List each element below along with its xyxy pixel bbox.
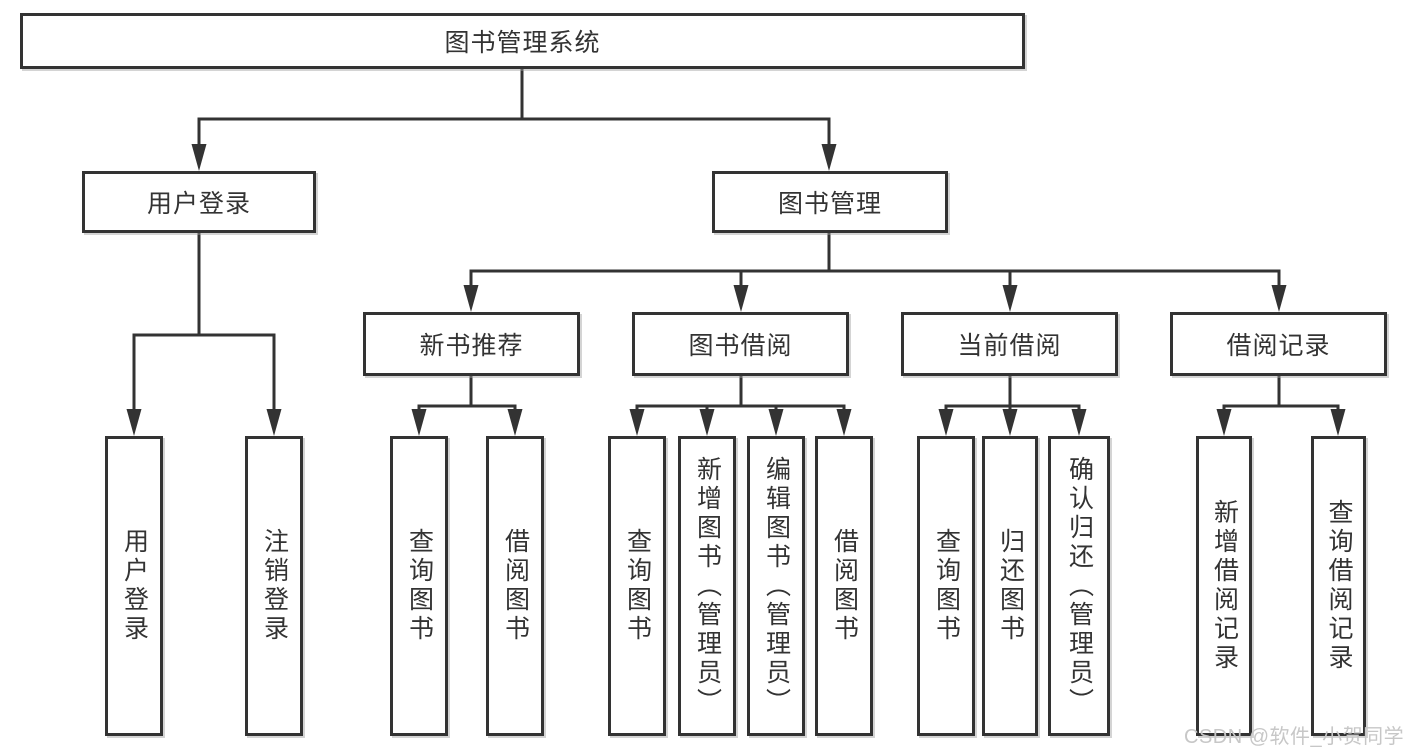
node-borrow-records: 借阅记录 (1170, 312, 1387, 376)
leaf-return-book: 归还图书 (982, 436, 1038, 736)
leaf-edit-book-admin: 编辑图书（管理员） (747, 436, 805, 736)
node-user-login: 用户登录 (82, 171, 316, 233)
node-book-management: 图书管理 (712, 171, 948, 233)
leaf-add-borrow-record: 新增借阅记录 (1196, 436, 1252, 736)
node-book-borrow: 图书借阅 (632, 312, 849, 376)
leaf-borrow-books-recommend: 借阅图书 (486, 436, 544, 736)
leaf-query-books-borrow: 查询图书 (608, 436, 666, 736)
leaf-query-books-recommend: 查询图书 (390, 436, 448, 736)
leaf-borrow-books: 借阅图书 (815, 436, 873, 736)
leaf-query-books-current: 查询图书 (917, 436, 975, 736)
leaf-user-login: 用户登录 (105, 436, 163, 736)
tree-connectors (126, 69, 1346, 436)
node-current-borrow: 当前借阅 (901, 312, 1118, 376)
leaf-logout: 注销登录 (245, 436, 303, 736)
node-new-book-recommend: 新书推荐 (363, 312, 580, 376)
leaf-confirm-return-admin: 确认归还（管理员） (1048, 436, 1110, 736)
node-root-library-system: 图书管理系统 (20, 13, 1025, 69)
leaf-query-borrow-record: 查询借阅记录 (1311, 436, 1366, 736)
watermark: CSDN @软件_小贺同学 (1184, 726, 1405, 747)
leaf-add-book-admin: 新增图书（管理员） (678, 436, 736, 736)
